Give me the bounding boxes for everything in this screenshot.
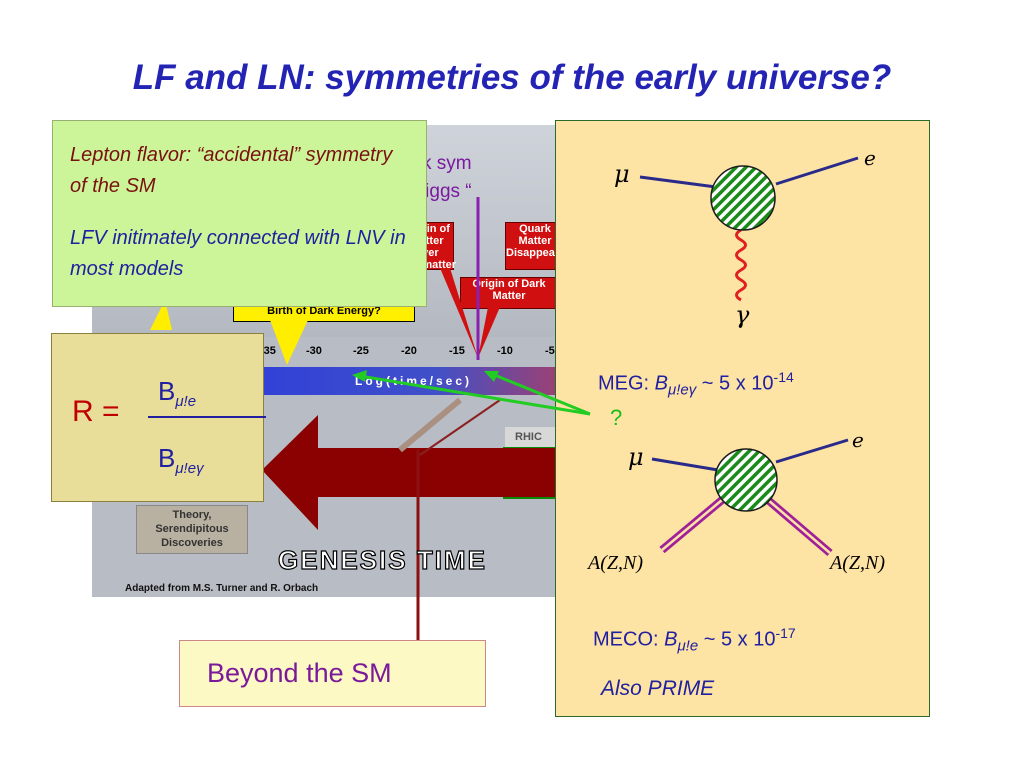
- electron-line: [775, 156, 859, 186]
- question-mark: ?: [610, 405, 623, 430]
- meco-value: ~ 5 x 10: [698, 628, 776, 651]
- muon-line: [639, 175, 717, 189]
- green-arrow-2: [491, 372, 591, 416]
- meg-subscript: μ!eγ: [668, 381, 697, 399]
- figure-credit: Adapted from M.S. Turner and R. Orbach: [125, 583, 319, 594]
- beyond-sm-label: Beyond the SM: [207, 658, 392, 688]
- figure-diagonal: [398, 397, 462, 453]
- meco-prefix: MECO:: [593, 628, 665, 651]
- photon-wavy-line: [735, 228, 747, 302]
- meco-exponent: -17: [775, 625, 796, 641]
- origin-dark-matter-box: Origin of Dark Matter: [460, 277, 558, 309]
- meg-exponent: -14: [773, 369, 794, 385]
- slide-title: LF and LN: symmetries of the early unive…: [132, 58, 892, 97]
- muon-symbol: μ: [614, 160, 630, 188]
- electron-line-2: [775, 438, 849, 464]
- tick-label: -5: [545, 345, 555, 357]
- meco-limit: MECO: Bμ!e ~ 5 x 10-17: [593, 625, 796, 655]
- tick-label: -10: [497, 345, 513, 357]
- yellow-pointer-dark-energy: [270, 320, 308, 365]
- green-arrow-1: [359, 374, 591, 416]
- ratio-denominator: Bμ!eγ: [158, 443, 204, 477]
- meco-b: B: [664, 628, 678, 651]
- nucleus-label-right: A(Z,N): [830, 552, 885, 574]
- tick-label: -20: [401, 345, 417, 357]
- time-axis-bar: Log(time/sec): [245, 367, 563, 395]
- prime-label: Also PRIME: [601, 677, 715, 700]
- electron-symbol: e: [864, 146, 876, 170]
- red-pointer: [440, 268, 478, 358]
- ratio-numerator: Bμ!e: [158, 376, 196, 410]
- meg-limit: MEG: Bμ!eγ ~ 5 x 10-14: [598, 369, 794, 399]
- genesis-time-label: GENESIS TIME: [277, 544, 487, 575]
- denominator-subscript: μ!eγ: [175, 460, 204, 478]
- electron-symbol-2: e: [852, 428, 864, 452]
- nucleus-line-left-gap: [661, 499, 723, 551]
- meg-value: ~ 5 x 10: [696, 372, 774, 395]
- muon-symbol-2: μ: [628, 443, 644, 471]
- tick-label: -15: [449, 345, 465, 357]
- rhic-label: RHIC: [505, 427, 563, 447]
- nucleus-label-left: A(Z,N): [588, 552, 643, 574]
- big-red-arrow: [262, 415, 560, 530]
- numerator-subscript: μ!e: [175, 393, 197, 411]
- green-arrowhead-2: [484, 371, 499, 382]
- photon-symbol: γ: [735, 301, 750, 329]
- green-arrowhead-1: [352, 370, 367, 382]
- theory-box: Theory, Serendipitous Discoveries: [136, 505, 248, 554]
- figure-diagonal-2: [419, 399, 501, 456]
- yellow-pointer: [150, 300, 172, 330]
- denominator-b: B: [158, 443, 176, 473]
- beyond-sm-box: [179, 640, 486, 707]
- red-pointer-dark-matter: [478, 307, 500, 358]
- lfv-lnv-text: LFV initimately connected with LNV in mo…: [70, 227, 406, 280]
- nucleus-line-right-gap: [767, 499, 831, 554]
- fraction-bar: [148, 416, 266, 418]
- meg-b: B: [654, 372, 669, 395]
- meg-prefix: MEG:: [598, 372, 655, 395]
- lepton-flavor-text: Lepton flavor: “accidental” symmetry of …: [70, 144, 393, 197]
- lepton-flavor-callout: [52, 120, 427, 307]
- interaction-blob-2: [714, 448, 778, 512]
- ratio-lhs: R =: [72, 395, 120, 428]
- tick-label: -25: [353, 345, 369, 357]
- muon-line-2: [651, 457, 719, 472]
- meco-subscript: μ!e: [677, 637, 699, 655]
- numerator-b: B: [158, 376, 176, 406]
- interaction-blob: [710, 165, 776, 231]
- tick-label: -30: [306, 345, 322, 357]
